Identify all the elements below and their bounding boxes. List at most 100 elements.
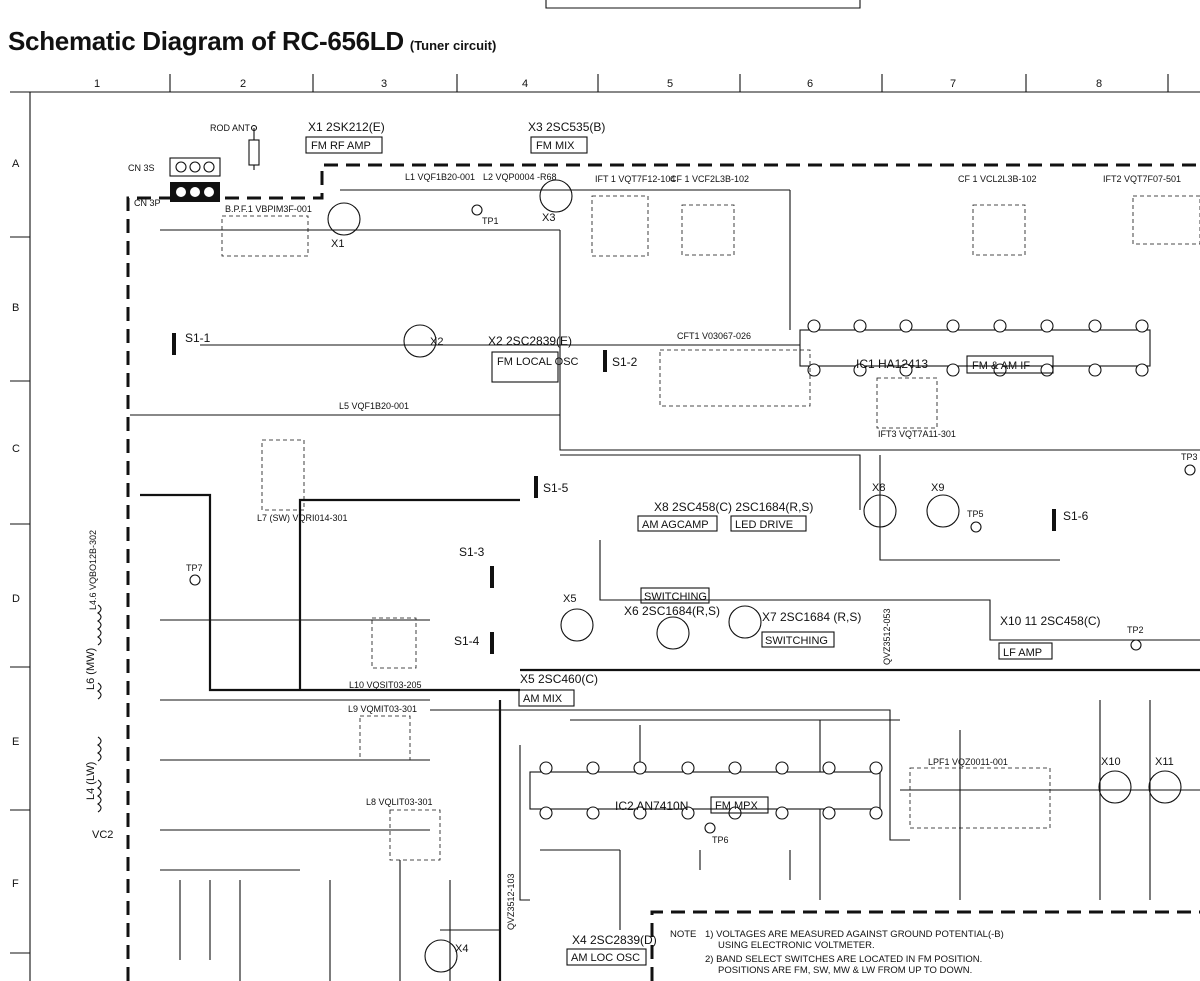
x3-func: FM MIX <box>536 140 575 152</box>
vc2-label: VC2 <box>92 829 113 841</box>
tp1-label: TP1 <box>482 216 499 226</box>
ift2-box <box>1132 195 1200 245</box>
l6-mw-label: L6 (MW) <box>85 648 97 690</box>
x4-func: AM LOC OSC <box>571 952 640 964</box>
cf1a-box <box>681 204 735 256</box>
row-ticks <box>10 236 30 954</box>
rod-antenna: ROD ANT <box>210 123 260 170</box>
l7-box <box>261 439 305 511</box>
cf1a-label: CF 1 VCF2L3B-102 <box>670 174 749 184</box>
x1-label: X1 2SK212(E) <box>308 120 385 134</box>
x8-ref: X8 <box>872 482 885 494</box>
switch-s1-2: S1-2 <box>612 355 638 369</box>
x7-label: X7 2SC1684 (R,S) <box>762 610 861 624</box>
notes-label: NOTE <box>670 929 696 940</box>
l1-label: L1 VQF1B20-001 <box>405 172 475 182</box>
ift2-label: IFT2 VQT7F07-501 <box>1103 174 1181 184</box>
x8-func1-box <box>637 515 718 532</box>
l8-label: L8 VQLIT03-301 <box>366 797 433 807</box>
notes-block: NOTE 1) VOLTAGES ARE MEASURED AGAINST GR… <box>670 929 1004 976</box>
l10-box <box>371 617 417 669</box>
switch-contacts <box>172 333 1056 654</box>
ift3-box <box>876 377 938 429</box>
x10-func-box <box>998 642 1053 660</box>
tp5-label: TP5 <box>967 509 984 519</box>
vr1-label: QVZ3512-103 <box>506 873 516 930</box>
cft1-label: CFT1 V03067-026 <box>677 331 751 341</box>
switch-s1-1: S1-1 <box>185 331 211 345</box>
title-main: Schematic Diagram of RC-656LD <box>8 26 404 56</box>
x2-func-box <box>491 351 559 383</box>
tp3-label: TP3 <box>1181 452 1198 462</box>
cn3s-label: CN 3S <box>128 163 155 173</box>
x6-func: SWITCHING <box>644 591 707 603</box>
x1-func: FM RF AMP <box>311 140 371 152</box>
switch-s1-6: S1-6 <box>1063 509 1089 523</box>
note-1a: 1) VOLTAGES ARE MEASURED AGAINST GROUND … <box>705 929 1004 940</box>
x3-label: X3 2SC535(B) <box>528 120 605 134</box>
ic1-func: FM & AM IF <box>972 360 1030 372</box>
rod-ant-label: ROD ANT <box>210 123 251 133</box>
row-label-b: B <box>12 302 19 314</box>
x6-func-box <box>640 587 710 604</box>
l7-label: L7 (SW) VQRI014-301 <box>257 513 348 523</box>
cn3p-label: CN 3P <box>134 198 161 208</box>
ic1-body <box>799 329 1151 367</box>
note-1b: USING ELECTRONIC VOLTMETER. <box>718 940 875 951</box>
col-label-3: 3 <box>381 78 387 90</box>
band-coils <box>97 604 102 813</box>
col-label-7: 7 <box>950 78 956 90</box>
x2-label: X2 2SC2839(E) <box>488 334 572 348</box>
x10-func: LF AMP <box>1003 647 1042 659</box>
x4-func-box <box>566 948 647 966</box>
l46-label: L4.6 VQBO12B-302 <box>88 530 98 610</box>
ic2-func: FM MPX <box>715 800 758 812</box>
ic2-label: IC2 AN7410N <box>615 799 688 813</box>
x2-ref: X2 <box>430 336 443 348</box>
x5-label: X5 2SC460(C) <box>520 672 598 686</box>
l2-label: L2 VQP0004 -R68 <box>483 172 557 182</box>
x1-func-box <box>305 136 383 154</box>
x8-func1: AM AGCAMP <box>642 519 709 531</box>
x3-func-box <box>530 136 588 154</box>
transistor-symbols <box>327 179 1182 973</box>
l8-box <box>389 809 441 861</box>
wiring <box>130 189 1200 981</box>
note-2a: 2) BAND SELECT SWITCHES ARE LOCATED IN F… <box>705 954 982 965</box>
x5-func-box <box>518 689 575 707</box>
ift3-label: IFT3 VQT7A11-301 <box>878 429 956 439</box>
col-label-6: 6 <box>807 78 813 90</box>
x8-func2-box <box>730 515 807 532</box>
tp2-label: TP2 <box>1127 625 1144 635</box>
l5-label: L5 VQF1B20-001 <box>339 401 409 411</box>
x10-label: X10 11 2SC458(C) <box>1000 614 1101 628</box>
column-ticks <box>169 74 1169 92</box>
col-label-8: 8 <box>1096 78 1102 90</box>
connector-cn3p: CN 3P <box>134 182 220 208</box>
x7-func: SWITCHING <box>765 635 828 647</box>
tp6-label: TP6 <box>712 835 729 845</box>
shield-boundary <box>126 163 1200 981</box>
diagram-title: Schematic Diagram of RC-656LD (Tuner circ… <box>8 26 496 57</box>
ift1-box <box>591 195 649 257</box>
ic1-label: IC1 HA12413 <box>856 357 928 371</box>
col-label-2: 2 <box>240 78 246 90</box>
lpf1-box <box>909 767 1051 829</box>
switch-s1-3: S1-3 <box>459 545 485 559</box>
column-labels: 1 2 3 4 5 6 7 8 <box>94 78 1102 90</box>
x6-label: X6 2SC1684(R,S) <box>624 604 720 618</box>
x4-ref: X4 <box>455 943 468 955</box>
row-label-e: E <box>12 736 19 748</box>
title-sub: (Tuner circuit) <box>409 38 497 53</box>
l9-label: L9 VQMIT03-301 <box>348 704 417 714</box>
cf1b-label: CF 1 VCL2L3B-102 <box>958 174 1037 184</box>
col-label-1: 1 <box>94 78 100 90</box>
x5-func: AM MIX <box>523 693 563 705</box>
x3-ref: X3 <box>542 212 555 224</box>
x10-ref: X10 <box>1101 756 1121 768</box>
x4-label: X4 2SC2839(D) <box>572 933 657 947</box>
row-label-f: F <box>12 878 19 890</box>
row-label-c: C <box>12 443 20 455</box>
tp7-label: TP7 <box>186 563 203 573</box>
